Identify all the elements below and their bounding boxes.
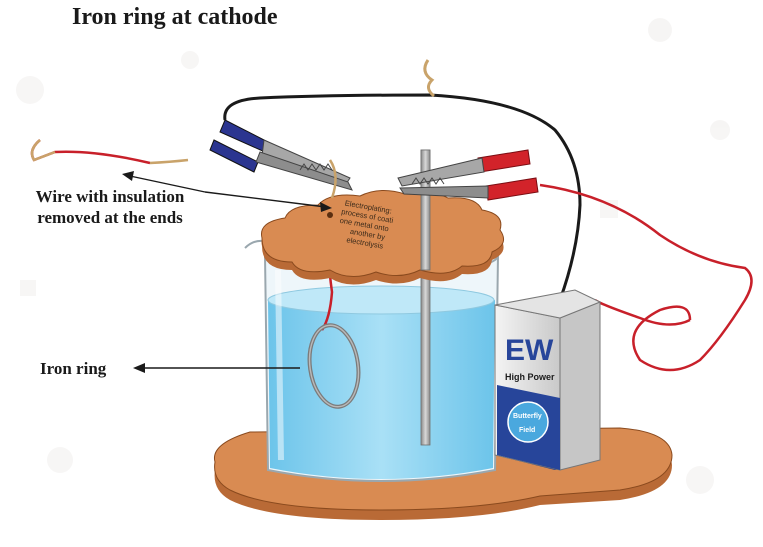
background-pattern [16,18,730,494]
beaker [244,239,500,482]
sample-wire-arrow [129,175,206,193]
crocodile-clip-blue [209,119,353,199]
sample-wire [30,139,189,165]
electrolyte-water [268,300,495,479]
crocodile-clip-red [397,149,539,201]
label-arrows [122,171,332,373]
iron-ring-label: Iron ring [40,359,107,378]
battery-subtitle: High Power [505,372,555,382]
wire-label: Wire with insulation removed at the ends [10,186,210,229]
battery-badge-line1: Butterfly [513,413,542,420]
red-wire [539,183,753,372]
wooden-lid: Electroplating: process of coati one met… [260,149,505,285]
wire-label-arrow [204,191,327,208]
battery: EW High Power Butterfly Field [494,289,602,471]
diagram-title: Iron ring at cathode [72,4,278,30]
wire-label-line1: Wire with insulation [35,187,185,206]
wire-label-line2: removed at the ends [37,208,183,228]
black-wire [223,59,582,301]
battery-badge-line2: Field [519,427,535,434]
battery-brand: EW [505,334,554,367]
